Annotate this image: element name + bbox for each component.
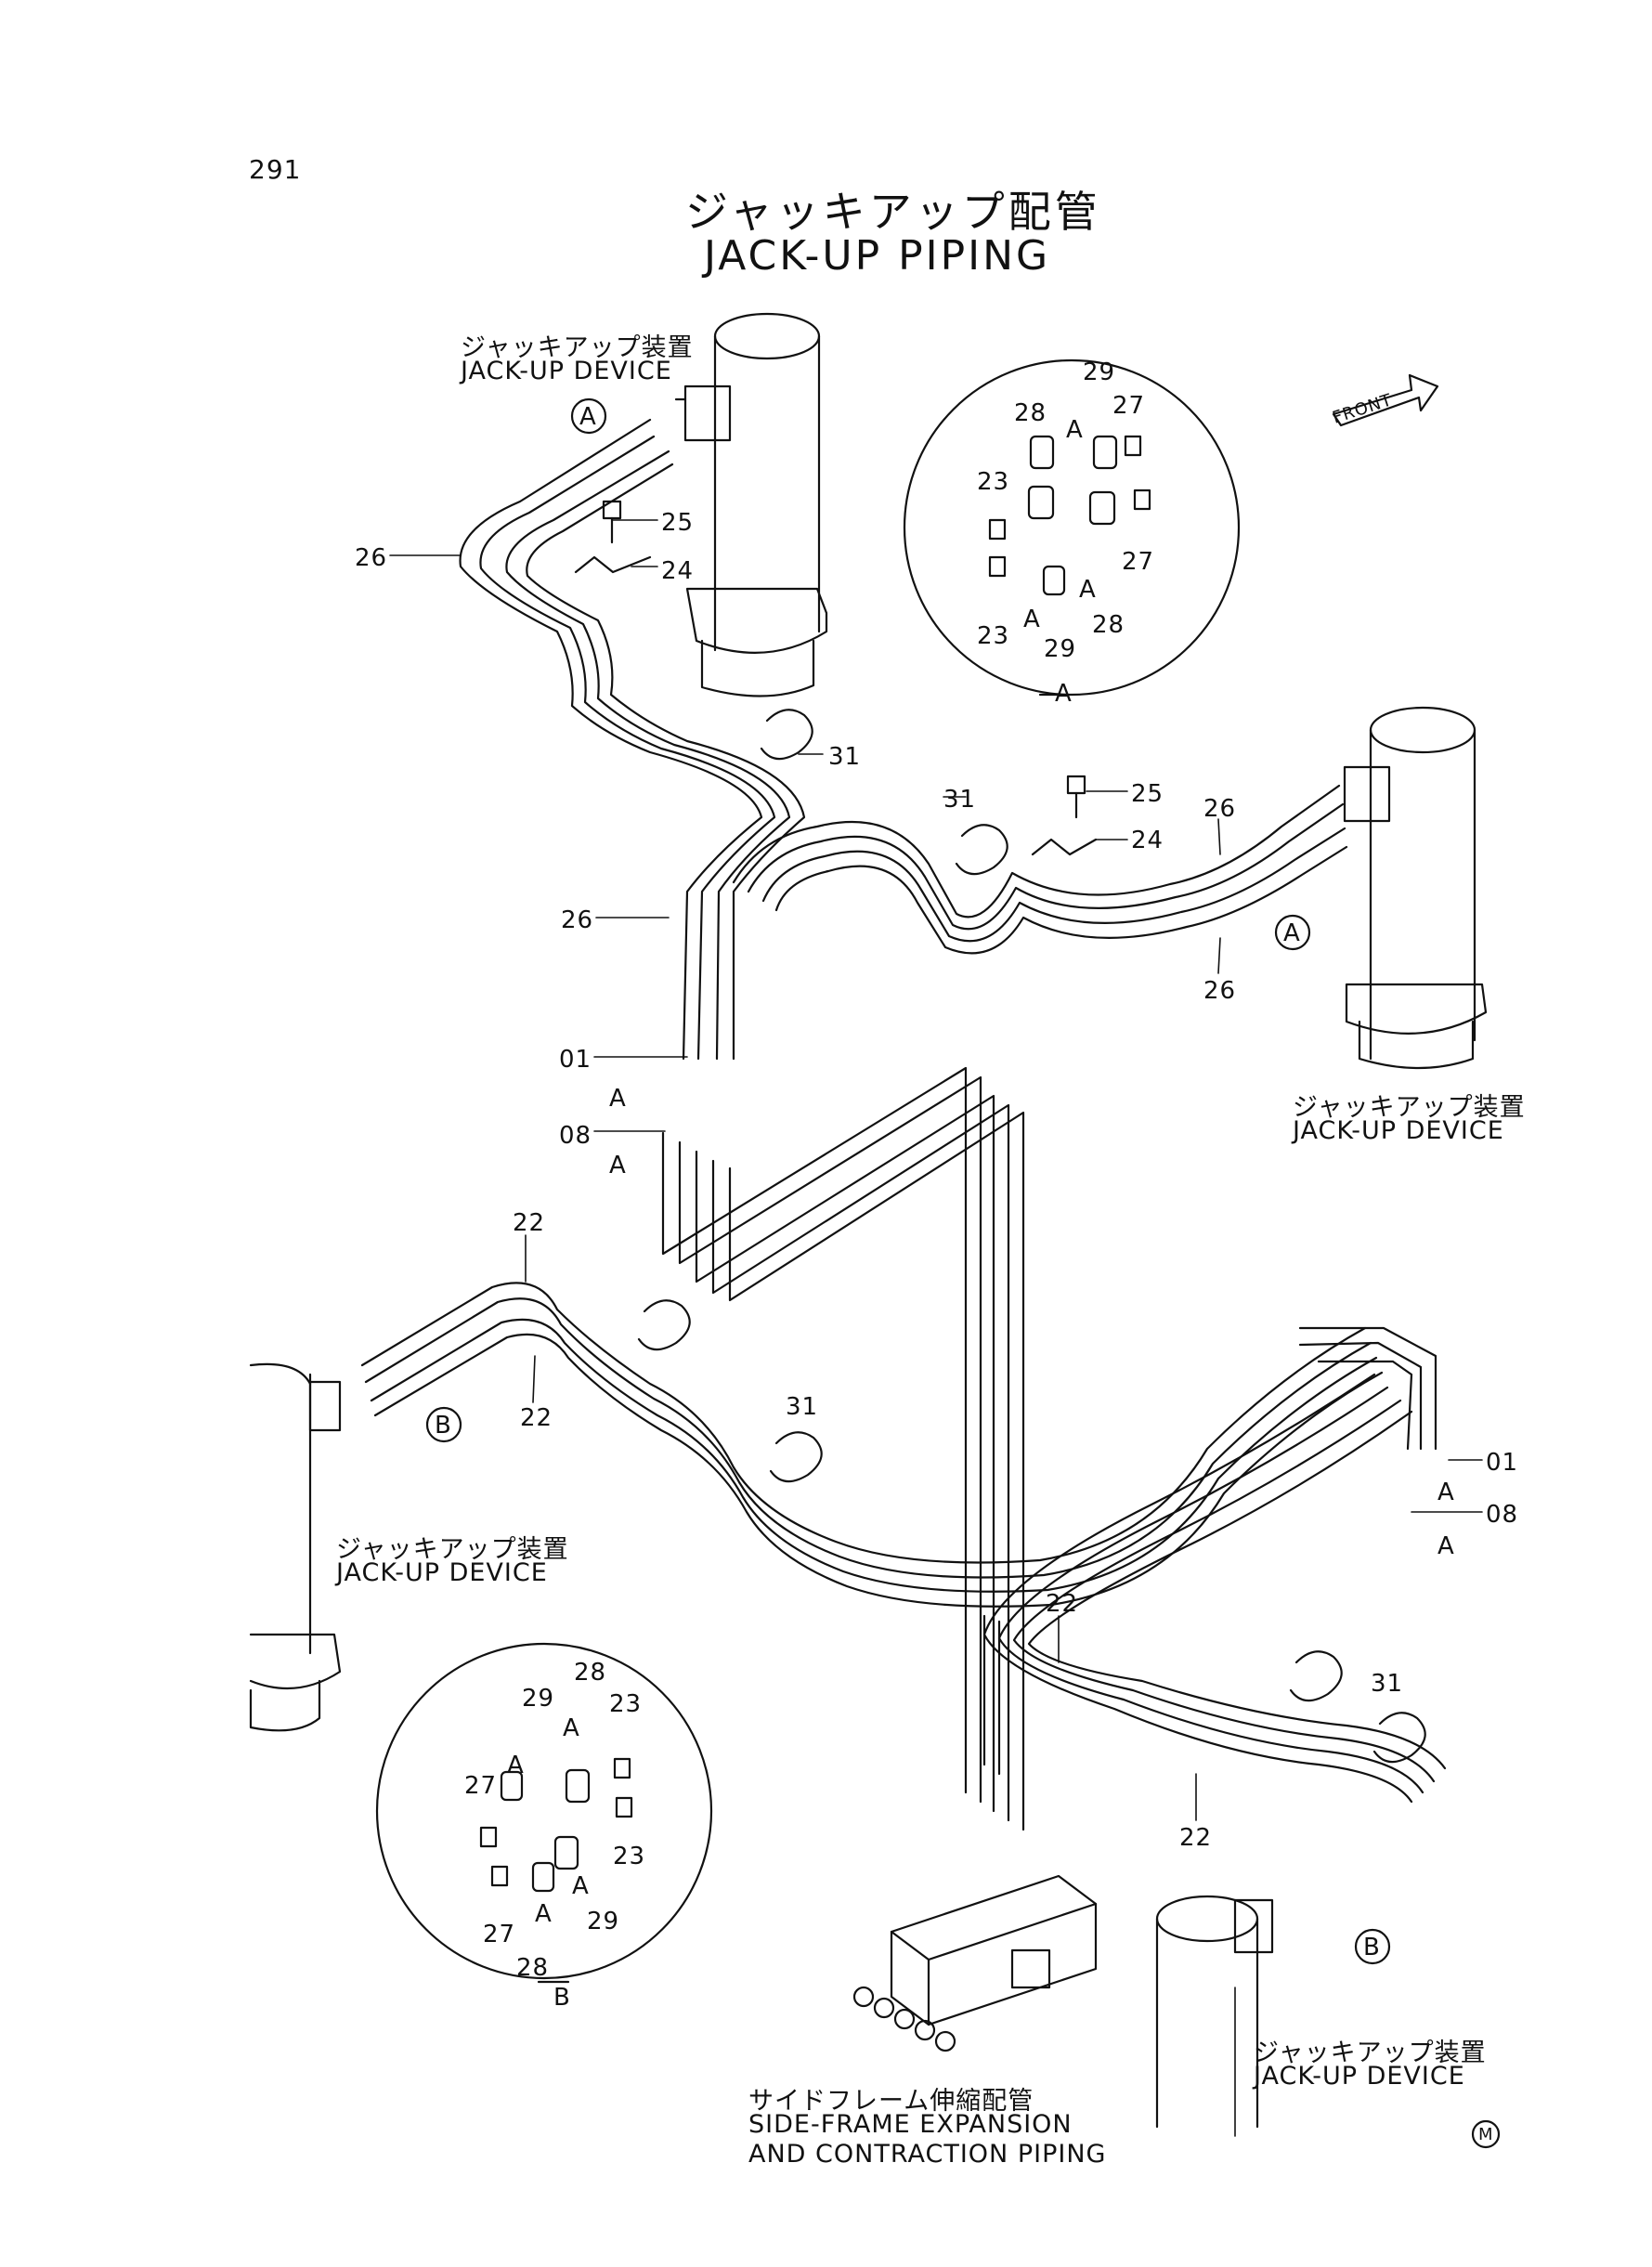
clamp-31 xyxy=(637,709,1426,1764)
part-label-01: 01 xyxy=(1486,1449,1519,1477)
part-label-23: 23 xyxy=(613,1843,646,1870)
part-label-08: 08 xyxy=(559,1122,592,1150)
jackup-cylinder-top xyxy=(674,312,828,697)
part-label-26: 26 xyxy=(355,544,388,572)
part-label-28: 28 xyxy=(516,1954,550,1982)
detail-b-caption: B xyxy=(553,1984,571,2012)
part-label-31: 31 xyxy=(828,743,862,771)
detail-a-letter: A xyxy=(1066,416,1084,444)
part-label-26: 26 xyxy=(1203,977,1237,1005)
jackup-cylinder-bottom xyxy=(1155,1895,1274,2129)
part-label-29: 29 xyxy=(587,1908,620,1935)
hose-bundle-right xyxy=(732,784,1348,955)
detail-b-letter: A xyxy=(507,1752,525,1779)
title-japanese: ジャッキアップ配管 xyxy=(685,187,1101,237)
part-label-27: 27 xyxy=(1122,548,1155,576)
part-label-28: 28 xyxy=(574,1659,607,1687)
part-label-23: 23 xyxy=(977,468,1010,496)
part-label-27: 27 xyxy=(464,1772,498,1800)
part-label-29: 29 xyxy=(522,1685,555,1713)
part-label-22: 22 xyxy=(1179,1824,1213,1852)
callout-a: A xyxy=(609,1152,627,1179)
jackup-device-label-en-3: JACK-UP DEVICE xyxy=(336,1558,548,1587)
detail-b-letter: A xyxy=(563,1714,580,1742)
part-label-26: 26 xyxy=(1203,795,1237,823)
part-label-22: 22 xyxy=(1046,1590,1079,1618)
title-english: JACK-UP PIPING xyxy=(704,232,1051,280)
part-label-23: 23 xyxy=(977,622,1010,650)
callout-a: A xyxy=(609,1085,627,1113)
side-frame-label-en-2: AND CONTRACTION PIPING xyxy=(748,2140,1107,2169)
jackup-device-label-ja-2: ジャッキアップ装置 xyxy=(1293,1093,1526,1122)
bracket-24 xyxy=(574,555,1098,856)
jackup-cylinder-left xyxy=(249,1362,342,1732)
part-label-23: 23 xyxy=(609,1690,643,1718)
jackup-device-label-en-1: JACK-UP DEVICE xyxy=(461,357,672,385)
callout-a-circle: A xyxy=(579,403,597,431)
part-label-25: 25 xyxy=(1131,780,1164,808)
callout-a: A xyxy=(1437,1532,1455,1560)
leader-lines xyxy=(389,519,1483,2137)
callout-a-circle: A xyxy=(1283,919,1301,947)
part-label-27: 27 xyxy=(1112,392,1146,420)
detail-a-letter: A xyxy=(1023,606,1041,633)
jackup-cylinder-right xyxy=(1343,706,1488,1070)
hose-bundle-bottom xyxy=(982,1373,1447,1804)
mark-m: M xyxy=(1478,2125,1494,2144)
part-label-28: 28 xyxy=(1092,611,1125,639)
jackup-device-label-en-2: JACK-UP DEVICE xyxy=(1293,1116,1504,1145)
part-label-31: 31 xyxy=(786,1393,819,1421)
front-label: FRONT xyxy=(1330,390,1396,428)
callout-b-circle: B xyxy=(1363,1934,1381,1961)
part-label-29: 29 xyxy=(1083,358,1116,386)
vertical-pipes xyxy=(661,1066,1025,1831)
callout-b-circle: B xyxy=(435,1412,452,1440)
control-valve xyxy=(852,1874,1098,2052)
part-label-25: 25 xyxy=(661,509,695,537)
part-label-22: 22 xyxy=(520,1404,553,1432)
part-label-31: 31 xyxy=(1371,1670,1404,1698)
part-label-28: 28 xyxy=(1014,399,1047,427)
part-label-24: 24 xyxy=(1131,827,1164,854)
detail-a-letter: A xyxy=(1079,576,1097,604)
part-label-27: 27 xyxy=(483,1921,516,1948)
page-number: 291 xyxy=(249,154,302,185)
part-label-22: 22 xyxy=(513,1209,546,1237)
side-frame-label-en-1: SIDE-FRAME EXPANSION xyxy=(748,2110,1073,2139)
part-label-31: 31 xyxy=(943,786,977,814)
part-label-26: 26 xyxy=(561,906,594,934)
detail-b-letter: A xyxy=(535,1900,553,1928)
callout-a: A xyxy=(1437,1479,1455,1506)
jackup-device-label-ja-1: ジャッキアップ装置 xyxy=(461,333,694,362)
jackup-device-label-ja-4: ジャッキアップ装置 xyxy=(1254,2039,1487,2067)
hose-bundle-top-left xyxy=(459,418,806,1061)
jackup-device-label-en-4: JACK-UP DEVICE xyxy=(1254,2062,1465,2091)
detail-a-caption: A xyxy=(1055,680,1073,708)
side-frame-label-ja: サイドフレーム伸縮配管 xyxy=(748,2087,1034,2116)
part-label-01: 01 xyxy=(559,1046,592,1074)
part-label-08: 08 xyxy=(1486,1501,1519,1529)
part-label-24: 24 xyxy=(661,557,695,585)
part-label-29: 29 xyxy=(1044,635,1077,663)
detail-b-letter: A xyxy=(572,1872,590,1900)
